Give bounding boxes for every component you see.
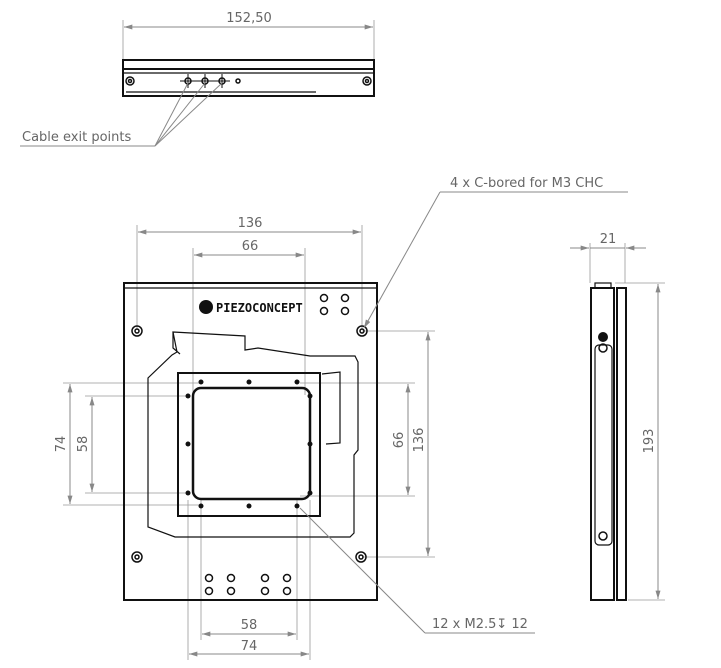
mounting-holes [131,293,368,596]
moving-frame [177,372,321,517]
dim-58-bottom: 58 [241,618,258,633]
dim-152-50: 152,50 [226,11,272,26]
cbore-callout: 4 x C-bored for M3 CHC [450,176,603,191]
dim-58-left: 58 [76,436,91,453]
top-view: 152,50 Cable exit points [20,11,375,147]
front-view: 136 66 74 58 66 136 58 74 PIEZOCONCEPT [54,176,628,660]
dim-21: 21 [600,232,617,247]
thread-callout: 12 x M2.5↧ 12 [432,617,528,632]
side-view: 21 193 [570,232,665,601]
cable-exit-leaders [20,82,223,147]
dim-136-right: 136 [412,428,427,453]
dim-74-left: 74 [54,436,69,453]
dim-66: 66 [242,239,259,254]
dim-193: 193 [642,429,657,454]
cable-exit-label: Cable exit points [22,130,131,145]
dim-74-bottom: 74 [241,639,258,654]
logo-mark [199,300,213,314]
dim-136: 136 [238,216,263,231]
thread-holes [185,379,313,509]
dim-66-right: 66 [392,432,407,449]
sample-window [191,386,312,501]
stage-plate [123,282,378,601]
logo-text: PIEZOCONCEPT [216,301,303,315]
